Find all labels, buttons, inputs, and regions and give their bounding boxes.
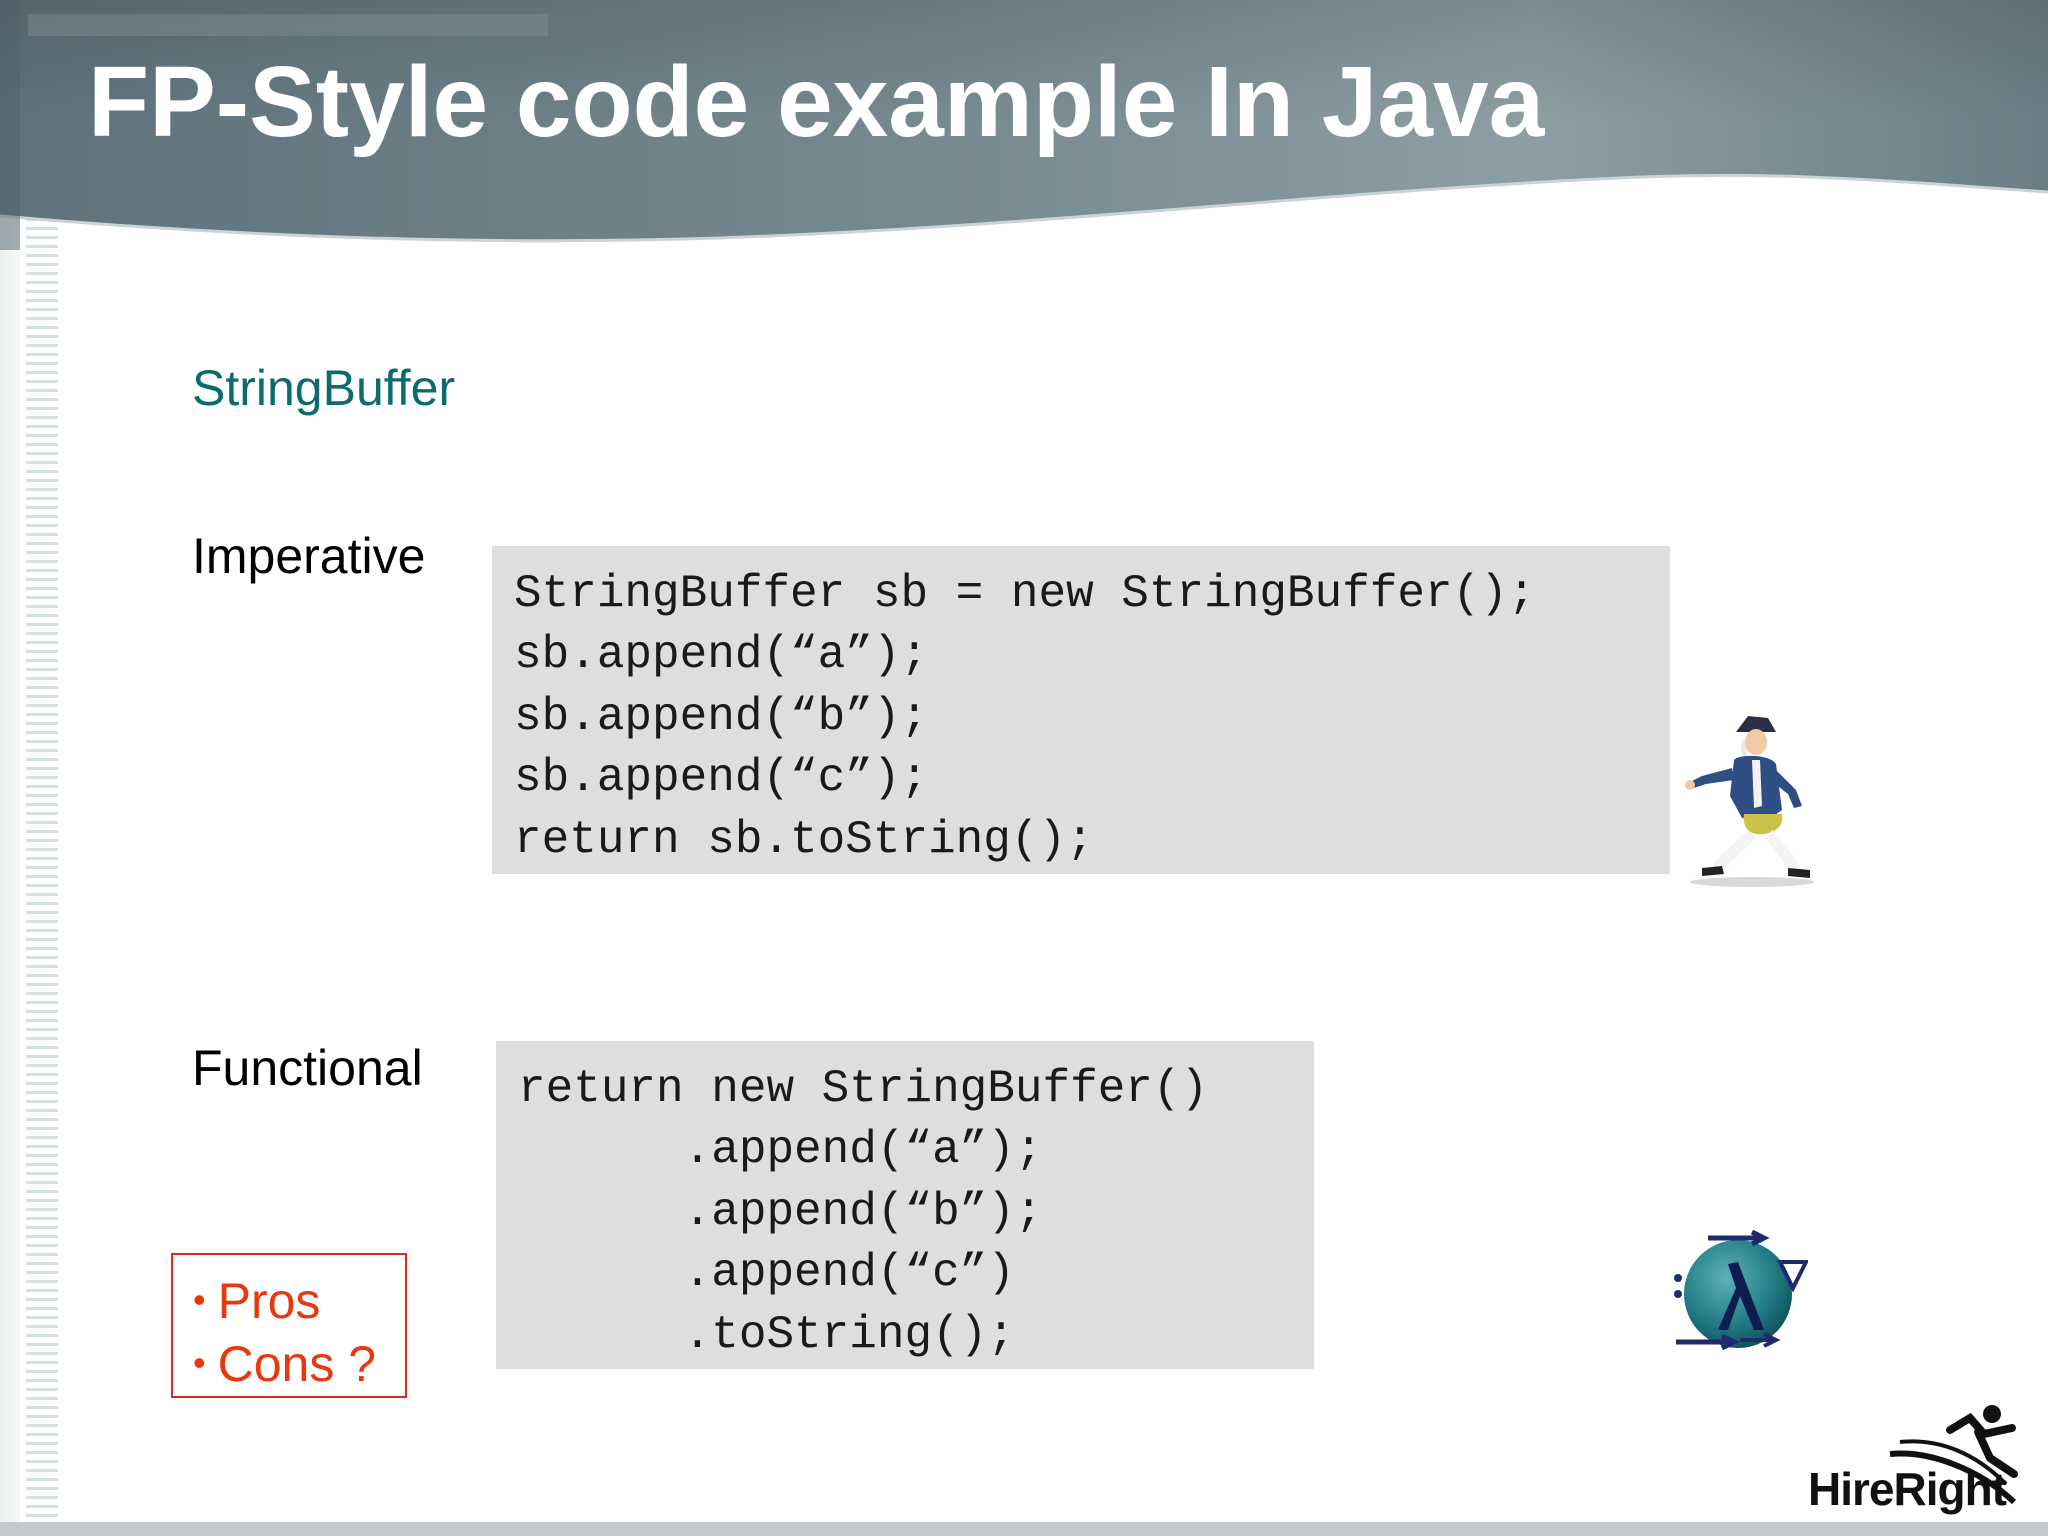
imperative-code-block: StringBuffer sb = new StringBuffer(); sb… [492,546,1670,874]
pros-cons-box: •Pros •Cons ? [171,1253,407,1398]
cons-item: •Cons ? [193,1336,377,1392]
pros-item: •Pros [193,1273,321,1329]
code-line: return sb.toString(); [514,813,1094,866]
functional-code-block: return new StringBuffer() .append(“a”); … [496,1041,1314,1369]
imperative-label: Imperative [192,528,426,584]
code-line: .append(“b”); [518,1185,1043,1238]
bottom-rule [0,1522,2048,1536]
slide-title: FP-Style code example In Java [88,46,1545,158]
code-line: StringBuffer sb = new StringBuffer(); [514,568,1536,620]
functional-label: Functional [192,1040,423,1096]
code-line: sb.append(“c”); [514,752,929,805]
code-line: sb.append(“b”); [514,690,929,743]
slide-subtitle: StringBuffer [192,360,456,416]
code-line: .toString(); [518,1308,1015,1361]
code-line: .append(“c”) [518,1247,1015,1300]
walking-man-icon [1685,716,1814,887]
hireright-swoosh-icon [1889,1405,2018,1505]
bullet-icon: • [193,1279,206,1320]
lambda-logo-icon [1674,1230,1808,1351]
left-decorative-stripes [0,0,78,1536]
code-line: sb.append(“a”); [514,629,929,682]
header-band [0,0,2048,250]
code-line: .append(“a”); [518,1124,1043,1177]
brand-name: HireRight [1808,1463,2007,1515]
bullet-icon: • [193,1342,206,1383]
hireright-logo: HireRight [1800,1400,2030,1520]
code-line: return new StringBuffer() [518,1063,1209,1115]
